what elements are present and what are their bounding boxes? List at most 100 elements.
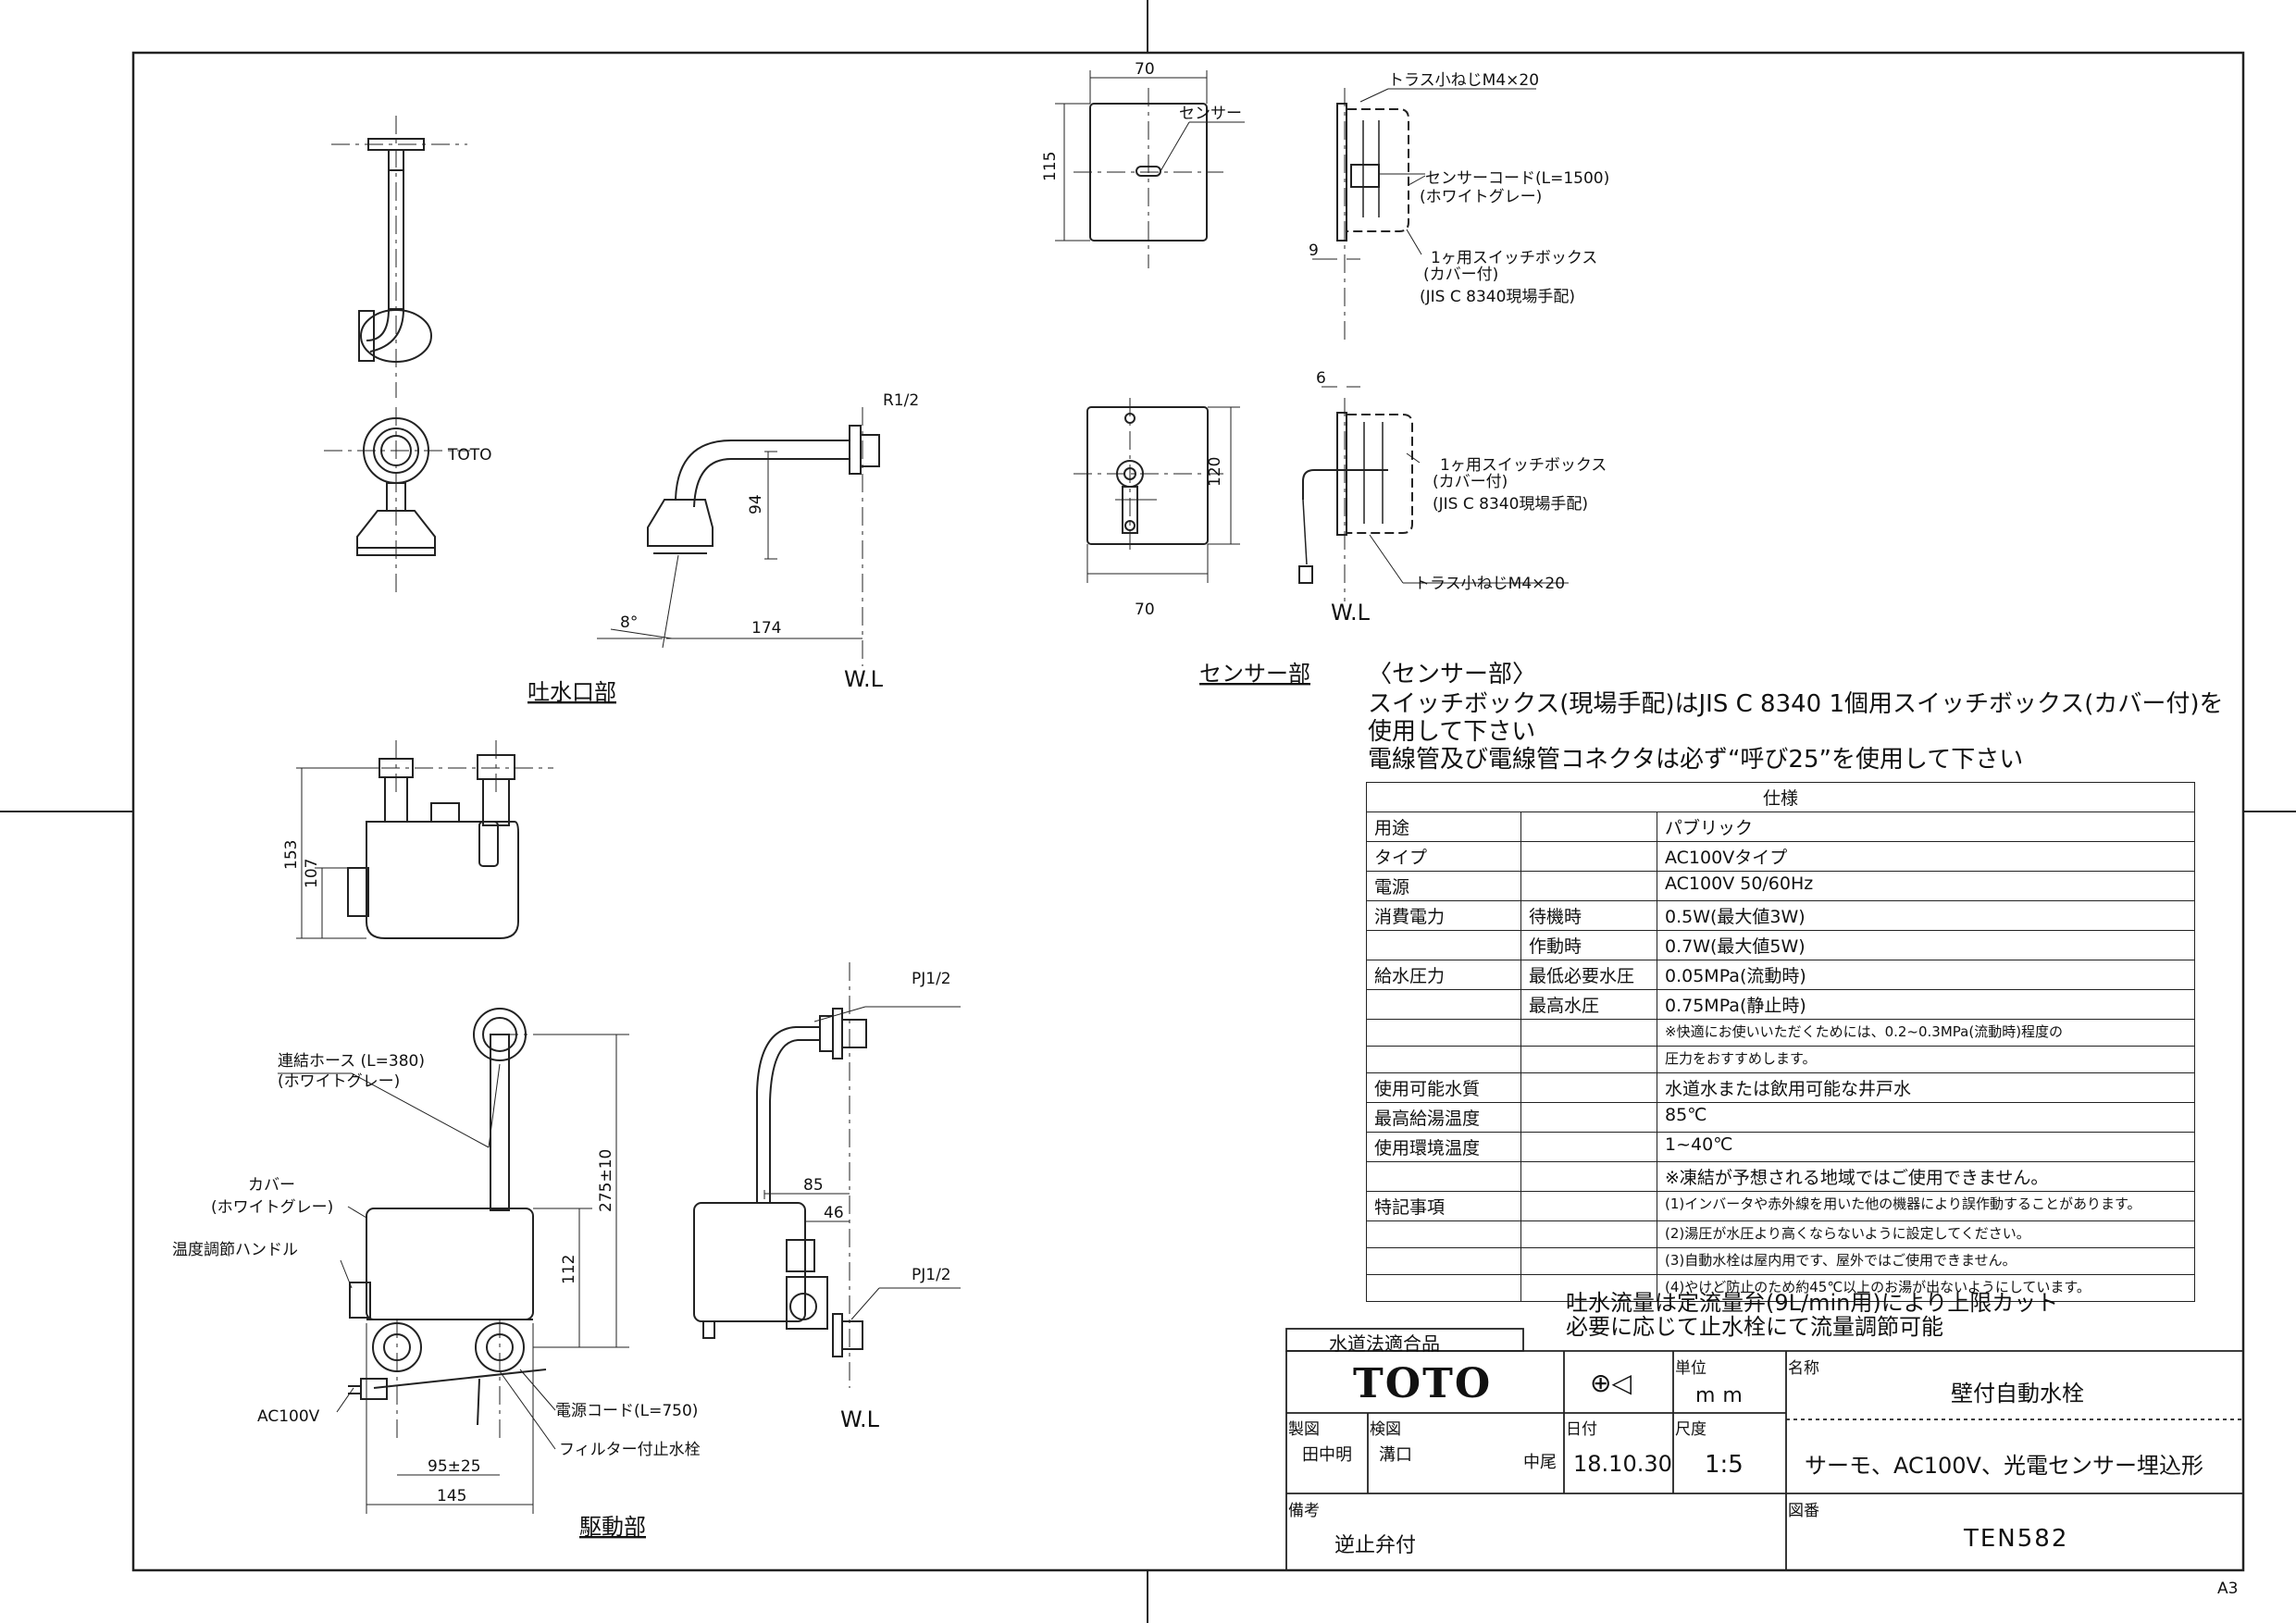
spec-row: (2)湯圧が水圧より高くならないように設定してください。: [1366, 1220, 2195, 1248]
hose-color: (ホワイトグレー): [278, 1072, 400, 1091]
spec-value: 1~40℃: [1657, 1132, 2195, 1162]
sensor-view-title: センサー部: [1199, 661, 1310, 687]
ac100v-label: AC100V: [257, 1407, 320, 1426]
spec-label: 消費電力: [1366, 900, 1521, 931]
spec-value: AC100Vタイプ: [1657, 841, 2195, 872]
switch-box-bottom-jis: (JIS C 8340現場手配): [1433, 495, 1588, 514]
sensor-cord-label: センサーコード(L=1500): [1425, 169, 1609, 188]
flow-note-1: 吐水流量は定流量弁(9L/min用)により上限カット: [1566, 1290, 2059, 1316]
compliance-label: 水道法適合品: [1329, 1332, 1440, 1355]
spec-sub-label: [1520, 871, 1657, 901]
temp-handle-label: 温度調節ハンドル: [172, 1241, 298, 1259]
spec-row: (3)自動水栓は屋内用です、屋外ではご使用できません。: [1366, 1247, 2195, 1275]
dim-70-top: 70: [1135, 60, 1155, 79]
pj12-bottom-label: PJ1/2: [912, 1266, 951, 1284]
sensor-cord-color: (ホワイトグレー): [1420, 188, 1542, 206]
checked-value: 溝口: [1379, 1445, 1412, 1465]
spec-value: AC100V 50/60Hz: [1657, 871, 2195, 901]
spec-sub-label: [1520, 812, 1657, 842]
sensor-callout: センサー: [1179, 105, 1242, 123]
pj12-top-label: PJ1/2: [912, 970, 951, 988]
spec-value: 0.75MPa(静止時): [1657, 989, 2195, 1020]
dim-46: 46: [824, 1204, 844, 1222]
drive-front-view: [278, 1008, 629, 1514]
sensor-note-heading: 〈センサー部〉: [1368, 661, 1537, 688]
truss-screw-bottom-label: トラス小ねじM4×20: [1414, 575, 1565, 593]
filter-valve-label: フィルター付止水栓: [559, 1441, 701, 1459]
wl-sensor: W.L: [1331, 600, 1371, 626]
spout-front-view: [324, 407, 470, 592]
cover-label: カバー: [248, 1176, 295, 1195]
spec-row: 圧力をおすすめします。: [1366, 1046, 2195, 1073]
spec-row: 特記事項(1)インバータや赤外線を用いた他の機器により誤作動することがあります。: [1366, 1191, 2195, 1221]
spec-value: (2)湯圧が水圧より高くならないように設定してください。: [1657, 1220, 2195, 1248]
projection-symbol-icon: ⊕◁: [1590, 1368, 1632, 1398]
dim-9: 9: [1309, 242, 1319, 260]
drawn-label: 製図: [1288, 1420, 1320, 1439]
drawing-number: TEN582: [1964, 1525, 2069, 1553]
sensor-front-view-bottom: [1074, 398, 1240, 583]
sensor-side-view-bottom: [1298, 386, 1569, 601]
spec-row: ※快適にお使いいただくためには、0.2~0.3MPa(流動時)程度の: [1366, 1019, 2195, 1047]
spec-value: ※快適にお使いいただくためには、0.2~0.3MPa(流動時)程度の: [1657, 1019, 2195, 1047]
r12-label: R1/2: [883, 391, 919, 410]
toto-logo: TOTO: [1353, 1360, 1493, 1407]
flow-note-2: 必要に応じて止水栓にて流量調節可能: [1566, 1314, 1943, 1340]
spec-value: (3)自動水栓は屋内用です、屋外ではご使用できません。: [1657, 1247, 2195, 1275]
spout-side-view: [597, 407, 880, 666]
dim-94: 94: [747, 494, 765, 514]
switch-box-bottom-label: 1ヶ用スイッチボックス: [1440, 456, 1607, 475]
sensor-note-3: 電線管及び電線管コネクタは必ず“呼び25”を使用して下さい: [1368, 746, 2024, 774]
spout-top-view: [331, 116, 467, 398]
drive-side-view: [693, 962, 961, 1388]
spec-label: 最高給湯温度: [1366, 1102, 1521, 1133]
spec-label: [1366, 1019, 1521, 1047]
spec-title: 仕様: [1366, 782, 2195, 812]
product-name: 壁付自動水栓: [1951, 1381, 2084, 1406]
spec-label: [1366, 1046, 1521, 1073]
spec-value: (4)やけど防止のため約45℃以上のお湯が出ないようにしています。: [1657, 1274, 2195, 1302]
dim-112: 112: [560, 1255, 578, 1284]
spec-value: 85℃: [1657, 1102, 2195, 1133]
spec-label: 給水圧力: [1366, 960, 1521, 990]
dim-70-bottom: 70: [1135, 601, 1155, 619]
spec-sub-label: [1520, 1102, 1657, 1133]
spec-value: 0.7W(最大値5W): [1657, 930, 2195, 960]
dim-115: 115: [1041, 152, 1060, 181]
spec-row: 最高給湯温度 85℃: [1366, 1102, 2195, 1133]
switch-box-bottom-cover: (カバー付): [1433, 473, 1508, 491]
dim-8deg: 8°: [620, 613, 638, 632]
dim-174: 174: [751, 619, 781, 638]
sheet-size: A3: [2217, 1580, 2238, 1598]
spec-value: 0.5W(最大値3W): [1657, 900, 2195, 931]
spec-value: パブリック: [1657, 812, 2195, 842]
spec-label: [1366, 930, 1521, 960]
date-value: 18.10.30: [1573, 1451, 1672, 1477]
spec-sub-label: 最低必要水圧: [1520, 960, 1657, 990]
spec-sub-label: 作動時: [1520, 930, 1657, 960]
dim-6: 6: [1316, 369, 1326, 388]
wl-drive: W.L: [840, 1406, 880, 1432]
dim-107: 107: [303, 859, 321, 888]
power-cord-label: 電源コード(L=750): [555, 1402, 698, 1420]
spec-sub-label: [1520, 841, 1657, 872]
spec-value: 水道水または飲用可能な井戸水: [1657, 1072, 2195, 1103]
spec-row: (4)やけど防止のため約45℃以上のお湯が出ないようにしています。: [1366, 1274, 2195, 1302]
date-label: 日付: [1566, 1420, 1597, 1439]
spec-sub-label: [1520, 1072, 1657, 1103]
spec-sub-label: [1520, 1046, 1657, 1073]
spec-label: [1366, 989, 1521, 1020]
spec-label: タイプ: [1366, 841, 1521, 872]
wl-spout: W.L: [844, 666, 884, 692]
drawn-value: 田中明: [1302, 1445, 1352, 1465]
spec-sub-label: [1520, 1220, 1657, 1248]
remarks-label: 備考: [1288, 1502, 1320, 1520]
switch-box-top-cover: (カバー付): [1423, 266, 1498, 284]
dim-120: 120: [1206, 457, 1224, 487]
switch-box-top-jis: (JIS C 8340現場手配): [1420, 288, 1575, 306]
